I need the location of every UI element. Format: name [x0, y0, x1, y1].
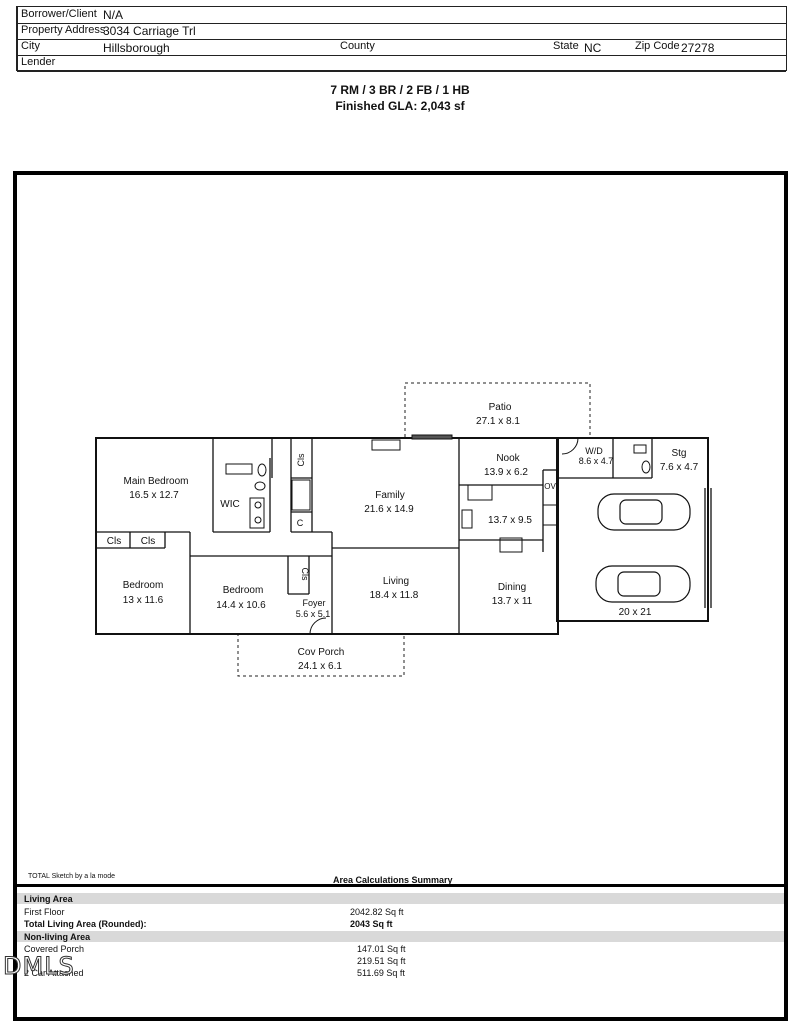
header-table: Borrower/Client N/A Property Address 303…	[16, 6, 787, 72]
room-count-summary: 7 RM / 3 BR / 2 FB / 1 HB	[330, 83, 470, 97]
non-living-heading: Non-living Area	[24, 932, 91, 942]
first-floor-label: First Floor	[24, 907, 65, 917]
mls-watermark: DMLS	[3, 952, 75, 981]
living-area-heading: Living Area	[24, 894, 73, 904]
lender-row: Lender	[17, 55, 786, 72]
sink-bowl	[254, 516, 262, 524]
storage-label: Stg	[671, 448, 686, 459]
total-living-value: 2043 Sq ft	[350, 919, 393, 929]
nook-label: Nook	[496, 453, 520, 464]
non-living-band	[17, 931, 784, 942]
sink-fixture	[633, 444, 647, 454]
dining-dim: 13.7 x 11	[492, 596, 533, 607]
garage-area-value: 511.69 Sq ft	[357, 968, 405, 978]
porch-label: Cov Porch	[298, 647, 345, 658]
patio-door	[411, 434, 453, 440]
closet-label: Cls	[141, 536, 155, 547]
foyer-dim: 5.6 x 5.1	[296, 609, 331, 619]
address-row: Property Address 3034 Carriage Trl	[17, 23, 786, 40]
porch-outline	[237, 633, 405, 677]
nook-dim: 13.9 x 6.2	[484, 467, 528, 478]
laundry-label: W/D	[585, 446, 603, 456]
area-calc-title: Area Calculations Summary	[333, 875, 453, 885]
patio-dim: 27.1 x 8.1	[476, 416, 520, 427]
closet-c-label: C	[297, 518, 304, 528]
family-label: Family	[375, 490, 404, 501]
family-dim: 21.6 x 14.9	[364, 504, 414, 515]
main-bedroom-dim: 16.5 x 12.7	[129, 490, 179, 501]
zip-label: Zip Code	[635, 40, 680, 52]
bedroom-label: Bedroom	[223, 585, 264, 596]
toilet-fixture	[254, 481, 266, 491]
bedroom-dim: 13 x 11.6	[123, 595, 164, 606]
sink-bowl	[254, 501, 262, 509]
porch-dim: 24.1 x 6.1	[298, 661, 342, 672]
state-label: State	[553, 40, 579, 52]
living-dim: 18.4 x 11.8	[370, 590, 419, 601]
foyer-label: Foyer	[302, 598, 325, 608]
borrower-row: Borrower/Client N/A	[17, 7, 786, 24]
interior-walls	[96, 438, 712, 634]
first-floor-value: 2042.82 Sq ft	[350, 907, 404, 917]
closet-label: Cls	[300, 568, 310, 581]
address-label: Property Address	[21, 24, 106, 36]
car-icon	[595, 565, 691, 603]
covered-porch-value: 147.01 Sq ft	[357, 944, 406, 954]
state-value: NC	[584, 41, 602, 55]
garage-dim: 20 x 21	[619, 607, 652, 618]
front-door-swing	[309, 617, 327, 635]
fixtures	[225, 434, 651, 635]
header-divider	[17, 7, 18, 70]
wic-label: WIC	[220, 499, 239, 510]
living-label: Living	[383, 576, 409, 587]
double-sink	[249, 497, 265, 529]
bedroom-label: Bedroom	[123, 580, 164, 591]
bedroom-dim: 14.4 x 10.6	[216, 600, 266, 611]
laundry-door-swing	[561, 437, 579, 455]
vanity-fixture	[225, 463, 253, 475]
city-label: City	[21, 40, 40, 52]
borrower-value: N/A	[103, 8, 124, 22]
room-labels: Patio 27.1 x 8.1 Main Bedroom 16.5 x 12.…	[107, 402, 699, 672]
laundry-dim: 8.6 x 4.7	[579, 456, 614, 466]
closet-label: Cls	[107, 536, 121, 547]
borrower-label: Borrower/Client	[21, 8, 97, 20]
garage-outline	[556, 437, 709, 622]
kitchen-dim: 13.7 x 9.5	[488, 515, 532, 526]
fireplace-fixture	[371, 439, 401, 451]
toilet-fixture	[641, 460, 651, 474]
toilet-fixture	[257, 463, 267, 477]
cooktop	[542, 504, 558, 526]
city-value: Hillsborough	[103, 41, 170, 55]
covered-porch-label: Covered Porch	[24, 944, 85, 954]
oven-label: OV	[544, 482, 556, 491]
main-bedroom-label: Main Bedroom	[123, 476, 188, 487]
county-label: County	[340, 40, 375, 52]
patio-label: Patio	[489, 402, 512, 413]
peninsula	[467, 485, 493, 501]
dining-label: Dining	[498, 582, 526, 593]
sketch-credit: TOTAL Sketch by a la mode	[28, 873, 116, 880]
address-value: 3034 Carriage Trl	[103, 24, 196, 38]
living-area-band	[17, 893, 784, 904]
closet-label: Cls	[296, 453, 306, 466]
range-fixture	[499, 537, 523, 553]
tub-fixture	[291, 479, 311, 511]
storage-dim: 7.6 x 4.7	[660, 462, 699, 473]
lender-label: Lender	[21, 56, 56, 68]
total-living-label: Total Living Area (Rounded):	[24, 919, 147, 929]
area-calc-rule	[17, 884, 784, 887]
patio-area-value: 219.51 Sq ft	[357, 956, 406, 966]
car-icon	[597, 493, 691, 531]
island-sink	[461, 509, 473, 529]
gla-summary: Finished GLA: 2,043 sf	[335, 99, 465, 113]
garage-area-label: 2 Car Attached	[24, 968, 84, 978]
zip-value: 27278	[681, 41, 715, 55]
city-row: City Hillsborough County State NC Zip Co…	[17, 39, 786, 56]
